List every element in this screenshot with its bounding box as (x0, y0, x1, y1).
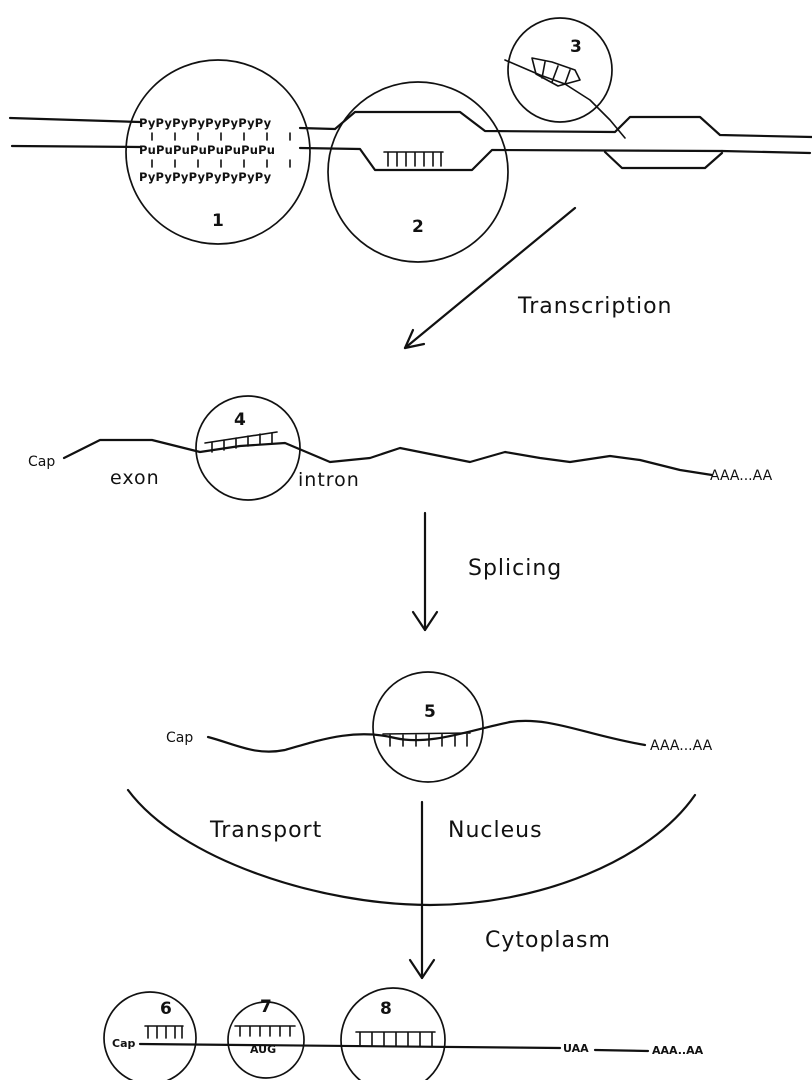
stop-codon-label: UAA (563, 1042, 589, 1055)
label-splicing: Splicing (468, 556, 562, 581)
translated-mrna: Cap UAA AAA..AA 6 AUG 7 8 (104, 988, 704, 1080)
label-cytoplasm: Cytoplasm (485, 928, 611, 953)
label-transcription: Transcription (517, 294, 673, 319)
mature-mrna: Cap AAA...AA 5 (166, 672, 713, 782)
nuclear-envelope (128, 790, 695, 905)
translated-mrna-tail: AAA..AA (652, 1044, 704, 1057)
pre-mrna-cap: Cap (28, 454, 55, 470)
site-number-8: 8 (380, 999, 392, 1019)
oligo-bound-site-3 (532, 58, 580, 86)
site-number-2: 2 (412, 217, 424, 237)
transcription-arrow (405, 208, 575, 348)
pre-mrna-strand (64, 440, 712, 475)
pre-mrna-tail: AAA...AA (710, 468, 773, 484)
site-number-5: 5 (424, 702, 436, 722)
open-complex-site: 2 (328, 82, 508, 262)
mature-mrna-strand (208, 721, 645, 752)
pre-mrna: Cap AAA...AA exon intron 4 (28, 396, 773, 500)
oligo-bound-site-7 (235, 1026, 295, 1036)
nascent-rna-site: 3 (508, 18, 612, 122)
site-number-3: 3 (570, 37, 582, 57)
triplex-site: PyPyPyPyPyPyPyPy PuPuPuPuPuPuPuPu PyPyPy… (126, 60, 310, 244)
triplex-row-top: PyPyPyPyPyPyPyPy (139, 116, 272, 130)
dna-double-strand (10, 60, 812, 170)
mature-mrna-tail: AAA...AA (650, 738, 713, 754)
triplex-row-middle: PuPuPuPuPuPuPuPu (139, 143, 275, 157)
label-exon: exon (110, 467, 160, 489)
site-number-6: 6 (160, 999, 172, 1019)
transport-arrow (410, 802, 434, 978)
site-circle-3 (508, 18, 612, 122)
label-intron: intron (298, 469, 360, 491)
translated-mrna-cap: Cap (112, 1037, 135, 1050)
site-circle-5 (373, 672, 483, 782)
label-nucleus: Nucleus (448, 818, 543, 843)
oligo-bound-site-6 (145, 1026, 183, 1038)
site-number-1: 1 (212, 211, 224, 231)
start-codon-label: AUG (250, 1043, 276, 1056)
site-circle-8 (341, 988, 445, 1080)
mature-mrna-cap: Cap (166, 730, 193, 746)
site-number-7: 7 (260, 997, 272, 1017)
translated-mrna-strand (140, 1044, 560, 1048)
oligo-bound-site-8 (356, 1032, 435, 1046)
site-number-4: 4 (234, 410, 246, 430)
triplex-row-bottom: PyPyPyPyPyPyPyPy (139, 170, 272, 184)
label-transport: Transport (209, 818, 322, 843)
oligo-bound-site-2 (384, 152, 443, 166)
splicing-arrow (413, 513, 437, 630)
